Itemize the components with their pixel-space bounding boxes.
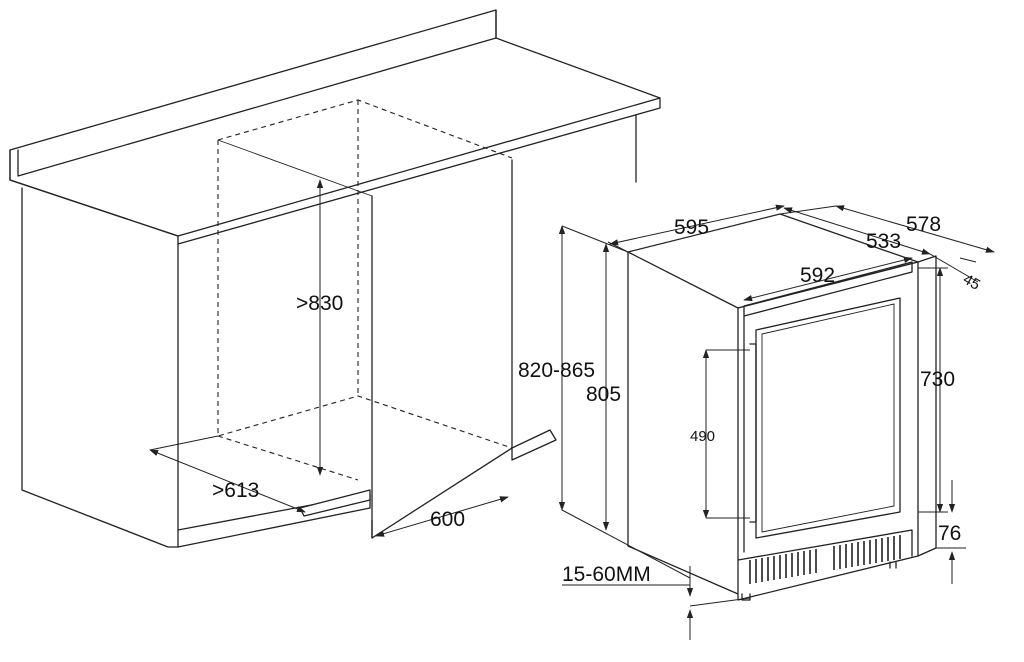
plinth-height-label: 76	[938, 522, 961, 545]
countertop	[9, 9, 661, 245]
unit-depth-ext-top	[779, 205, 837, 215]
adjustable-height-ext-top	[561, 225, 629, 253]
cooler-left-side	[627, 251, 739, 595]
handle-height-label: 490	[690, 428, 715, 445]
niche-floor	[299, 489, 371, 517]
unit-depth-total-label: 578	[906, 213, 941, 236]
unit-width-arrow	[609, 204, 785, 246]
cooler-vent-grille	[749, 535, 901, 584]
adjustable-height-ext-bottom	[561, 509, 691, 579]
cabinet-depth-label: >613	[212, 479, 259, 502]
unit-depth-body-arrow	[783, 207, 931, 255]
right-unit-foot	[371, 429, 557, 539]
unit-width-label: 595	[674, 216, 709, 239]
cooler-right-edge	[917, 255, 937, 557]
door-offset-line	[929, 253, 979, 283]
countertop-backsplash	[9, 9, 497, 181]
cabinet-width-arrow	[375, 496, 509, 537]
unit-depth-body-label: 533	[866, 230, 901, 253]
door-width-label: 592	[800, 264, 835, 287]
adjustable-height-label: 820-865	[518, 359, 595, 382]
cooler-dimensions: 595 578 533 592 45 820-865 805 730 490	[518, 204, 995, 640]
left-base-unit	[21, 187, 179, 548]
gap-label: 15-60MM	[562, 563, 651, 586]
gap-floor-line	[689, 597, 751, 607]
cabinet-depth-ext	[149, 435, 219, 451]
door-offset-label: 45	[960, 271, 983, 294]
door-glass-inner	[761, 303, 895, 533]
cooler-feet	[741, 561, 897, 601]
cabinet-depth-arrow	[149, 449, 306, 513]
wine-cooler	[627, 213, 937, 601]
door-handle	[749, 343, 757, 523]
cooler-front	[737, 261, 919, 601]
countertop-front-edge	[9, 97, 661, 237]
door-height-label: 730	[920, 368, 955, 391]
door-width-arrow	[743, 256, 913, 302]
body-height-label: 805	[586, 383, 621, 406]
right-base-unit	[371, 159, 513, 539]
door-offset-tick	[959, 257, 977, 263]
cabinet-width-label: 600	[430, 508, 465, 531]
cabinet-height-label: >830	[296, 292, 343, 315]
cooler-plinth	[737, 529, 913, 561]
kitchen-cabinet: >830 >613 600	[9, 9, 661, 548]
